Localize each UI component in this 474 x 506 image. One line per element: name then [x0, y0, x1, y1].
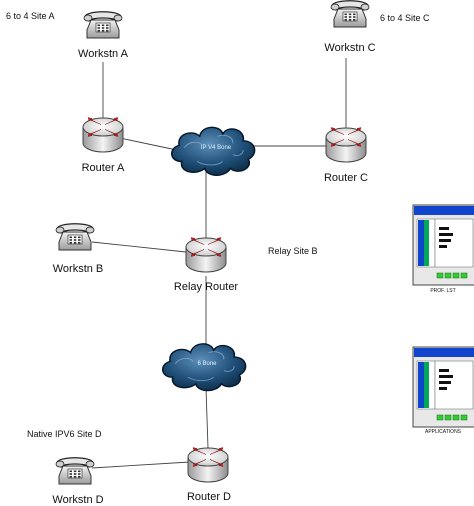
applications-caption: APPLICATIONS [424, 429, 462, 435]
site-c-label: 6 to 4 Site C [380, 13, 430, 23]
relay-router-label: Relay Router [173, 281, 239, 293]
prof-lst-panel-icon[interactable] [412, 204, 474, 286]
applications-panel-icon[interactable] [412, 346, 474, 428]
router-a-label: Router A [81, 162, 125, 174]
router-d-label: Router D [186, 491, 232, 503]
ipv4-bone-cloud-icon [171, 126, 256, 177]
link-workstn-d-router-d [91, 461, 191, 469]
router-c-label: Router C [323, 172, 369, 184]
workstn-c-label: Workstn C [324, 42, 376, 54]
workstn-d-label: Workstn D [52, 494, 104, 506]
workstn-a-phone-icon[interactable] [83, 11, 123, 39]
router-a-icon[interactable] [82, 117, 124, 153]
workstn-d-phone-icon[interactable] [55, 457, 95, 485]
site-a-label: 6 to 4 Site A [6, 11, 55, 21]
workstn-b-label: Workstn B [52, 263, 104, 275]
link-workstn-b-relay-router [91, 241, 187, 253]
6-bone-cloud-icon [162, 343, 247, 392]
connection-lines [91, 58, 347, 469]
router-d-icon[interactable] [187, 447, 229, 483]
prof-lst-caption: PROF. LST [430, 288, 456, 294]
relay-router-icon[interactable] [185, 237, 227, 273]
relay-site-b-label: Relay Site B [268, 246, 318, 256]
6-bone-label: 6 Bone [197, 361, 217, 367]
native-site-d-label: Native IPV6 Site D [27, 429, 102, 439]
workstn-b-phone-icon[interactable] [55, 223, 95, 251]
ipv4-bone-label: IP V4 Bone [200, 145, 232, 151]
router-c-icon[interactable] [325, 127, 367, 163]
workstn-c-phone-icon[interactable] [330, 0, 370, 28]
link-6-bone-router-d [205, 387, 209, 449]
workstn-a-label: Workstn A [78, 48, 128, 60]
